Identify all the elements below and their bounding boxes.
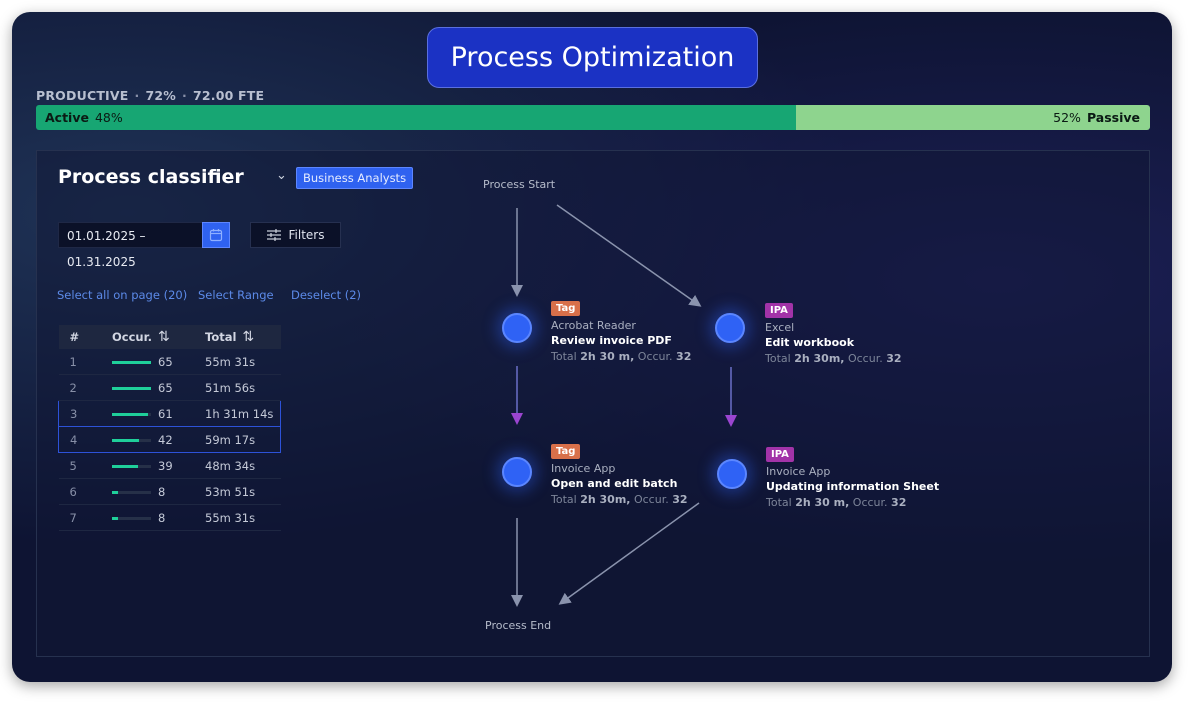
node-meta: Total 2h 30m, Occur. 32 (765, 352, 902, 365)
productive-label: PRODUCTIVE (36, 88, 129, 103)
node-app: Invoice App (766, 465, 831, 478)
active-segment: Active 48% (36, 105, 796, 130)
arrow (556, 204, 702, 307)
row-occur: 8 (112, 478, 205, 505)
row-total: 48m 34s (205, 452, 281, 479)
process-node[interactable] (715, 313, 745, 343)
calendar-icon[interactable] (202, 222, 230, 248)
occur-bar (112, 438, 151, 442)
arrow (558, 502, 700, 605)
occur-bar (112, 386, 151, 390)
row-occur: 65 (112, 374, 205, 401)
table-row[interactable]: 5 39 48m 34s (58, 452, 281, 479)
page-title: Process Optimization (427, 27, 758, 88)
process-node[interactable] (502, 313, 532, 343)
table-row[interactable]: 7 8 55m 31s (58, 504, 281, 531)
occur-bar (112, 516, 151, 520)
row-total: 51m 56s (205, 374, 281, 401)
table-row[interactable]: 2 65 51m 56s (58, 374, 281, 401)
passive-label: Passive (1086, 110, 1140, 125)
col-occur[interactable]: Occur.⇅ (112, 325, 205, 349)
row-total: 55m 31s (205, 504, 281, 531)
process-node-info: IPA Excel Edit workbook Total 2h 30m, Oc… (765, 298, 902, 365)
node-task: Edit workbook (765, 336, 855, 349)
process-node-info: Tag Acrobat Reader Review invoice PDF To… (551, 296, 691, 363)
row-number: 7 (58, 504, 112, 531)
row-occur: 39 (112, 452, 205, 479)
passive-segment: 52% Passive (795, 105, 1150, 130)
classifier-title: Process classifier (58, 166, 244, 188)
passive-value: 52% (1053, 110, 1081, 125)
date-range-input[interactable]: 01.01.2025 – 01.31.2025 (58, 222, 203, 269)
row-occur: 42 (112, 426, 205, 453)
node-task: Open and edit batch (551, 477, 678, 490)
productive-summary: PRODUCTIVE·72%·72.00 FTE (36, 88, 265, 103)
filters-label: Filters (288, 228, 325, 242)
row-number: 5 (58, 452, 112, 479)
table-row[interactable]: 6 8 53m 51s (58, 478, 281, 505)
select-range-link[interactable]: Select Range (198, 288, 274, 302)
col-total[interactable]: Total⇅ (205, 325, 281, 349)
row-number: 2 (58, 374, 112, 401)
node-tag: Tag (551, 301, 581, 316)
sliders-icon (266, 229, 281, 241)
table-row[interactable]: 1 65 55m 31s (58, 349, 281, 375)
deselect-link[interactable]: Deselect (2) (291, 288, 362, 302)
row-occur: 61 (112, 400, 205, 427)
table-row[interactable]: 4 42 59m 17s (58, 426, 281, 453)
node-app: Excel (765, 321, 795, 334)
node-task: Review invoice PDF (551, 334, 672, 347)
node-meta: Total 2h 30m, Occur. 32 (551, 493, 688, 506)
sort-icon[interactable]: ⇅ (158, 329, 170, 345)
occur-bar (112, 464, 151, 468)
row-total: 59m 17s (205, 426, 281, 453)
active-label: Active (45, 110, 89, 125)
row-number: 6 (58, 478, 112, 505)
node-meta: Total 2h 30 m, Occur. 32 (766, 496, 907, 509)
row-occur: 65 (112, 349, 205, 375)
col-number: # (58, 325, 112, 349)
active-passive-bar: Active 48% 52% Passive (36, 105, 1150, 130)
filters-button[interactable]: Filters (250, 222, 341, 248)
row-total: 53m 51s (205, 478, 281, 505)
productive-fte: 72.00 FTE (192, 88, 265, 103)
row-total: 55m 31s (205, 349, 281, 375)
node-tag: Tag (551, 444, 581, 459)
row-occur: 8 (112, 504, 205, 531)
row-number: 1 (58, 349, 112, 375)
process-node-info: Tag Invoice App Open and edit batch Tota… (551, 439, 688, 506)
process-node[interactable] (502, 457, 532, 487)
occur-bar (112, 490, 151, 494)
sort-icon[interactable]: ⇅ (242, 329, 255, 345)
node-task: Updating information Sheet (766, 480, 940, 493)
chevron-down-icon[interactable]: ⌄ (276, 168, 287, 183)
group-badge[interactable]: Business Analysts (296, 167, 414, 189)
node-tag: IPA (765, 303, 793, 318)
productive-percent: 72% (145, 88, 176, 103)
node-meta: Total 2h 30 m, Occur. 32 (551, 350, 692, 363)
occur-bar (112, 360, 151, 364)
process-node-info: IPA Invoice App Updating information She… (766, 442, 939, 509)
active-value: 48% (94, 110, 123, 125)
occur-bar (112, 412, 151, 416)
node-tag: IPA (766, 447, 794, 462)
process-start: Process Start (483, 178, 556, 191)
select-all-link[interactable]: Select all on page (20) (57, 288, 188, 302)
process-end: Process End (485, 619, 552, 632)
row-number: 4 (58, 426, 112, 453)
process-node[interactable] (717, 459, 747, 489)
node-app: Invoice App (551, 462, 616, 475)
node-app: Acrobat Reader (551, 319, 636, 332)
